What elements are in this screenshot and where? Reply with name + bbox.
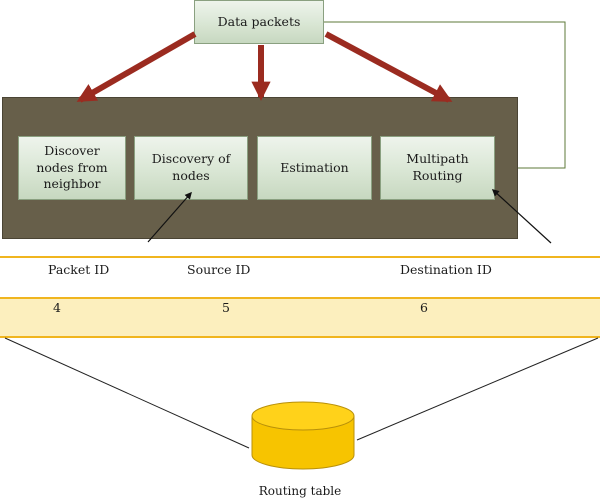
routing-table-database-icon xyxy=(251,401,355,470)
module-label: Multipath Routing xyxy=(406,151,469,183)
module-discovery-of-nodes: Discovery of nodes xyxy=(134,136,248,200)
value-destination-id: 6 xyxy=(420,300,428,315)
header-packet-id: Packet ID xyxy=(48,262,110,277)
pointer-arrow-discovery xyxy=(147,191,192,243)
module-label: Estimation xyxy=(280,159,349,175)
module-multipath-routing: Multipath Routing xyxy=(380,136,495,200)
module-discover-from-neighbor: Discover nodes from neighbor xyxy=(18,136,126,200)
value-source-id: 5 xyxy=(222,300,230,315)
routing-table-label: Routing table xyxy=(258,484,342,498)
feedback-connector xyxy=(324,21,566,169)
red-arrow-left xyxy=(76,31,197,103)
value-row-band xyxy=(0,297,600,338)
data-packets-label: Data packets xyxy=(217,13,301,29)
pointer-arrow-multipath xyxy=(491,189,552,244)
module-label: Discover nodes from neighbor xyxy=(36,142,108,192)
header-source-id: Source ID xyxy=(187,262,251,277)
funnel-line-left xyxy=(4,337,250,449)
data-packets-box: Data packets xyxy=(194,0,324,44)
header-line xyxy=(0,256,600,258)
module-label: Discovery of nodes xyxy=(151,151,231,183)
value-packet-id: 4 xyxy=(53,300,61,315)
red-arrow-right xyxy=(324,31,453,103)
module-estimation: Estimation xyxy=(257,136,372,200)
header-destination-id: Destination ID xyxy=(400,262,492,277)
funnel-line-right xyxy=(356,337,599,441)
